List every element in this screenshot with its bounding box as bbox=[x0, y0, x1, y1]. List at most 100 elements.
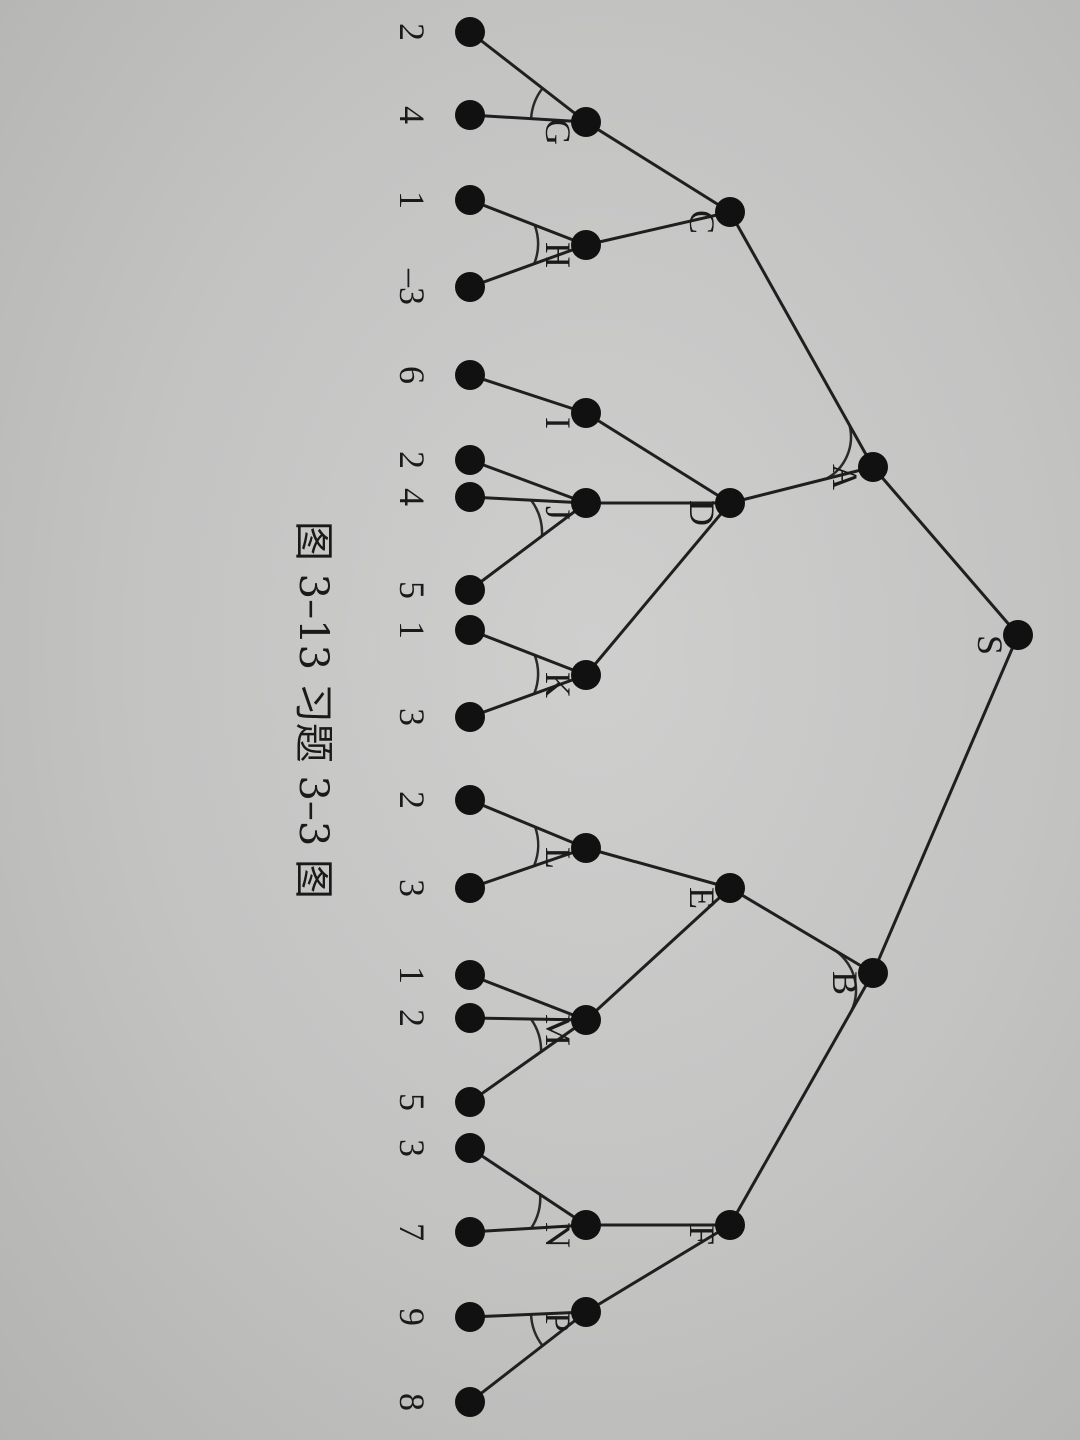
tree-edges bbox=[469, 30, 1020, 1404]
node-label-L: L bbox=[538, 847, 578, 869]
leaf-node bbox=[455, 1133, 485, 1163]
node-label-K: K bbox=[538, 672, 578, 698]
node-C bbox=[715, 197, 745, 227]
leaf-node bbox=[455, 482, 485, 512]
leaf-value: 2 bbox=[392, 1009, 432, 1027]
node-H bbox=[571, 230, 601, 260]
leaf-value: 5 bbox=[392, 1093, 432, 1111]
leaf-node bbox=[455, 960, 485, 990]
and-arc-K bbox=[533, 654, 540, 695]
and-arc-G bbox=[529, 87, 544, 119]
leaf-value: 1 bbox=[392, 191, 432, 209]
edge-K-leaf8 bbox=[469, 628, 587, 677]
leaf-node bbox=[455, 185, 485, 215]
edge-N-leaf15 bbox=[469, 1146, 587, 1227]
node-J bbox=[571, 488, 601, 518]
and-arc-L bbox=[532, 826, 540, 867]
edge-C-H bbox=[585, 210, 731, 247]
leaf-node bbox=[455, 873, 485, 903]
edge-B-E bbox=[729, 886, 874, 975]
node-K bbox=[571, 660, 601, 690]
edge-M-leaf13 bbox=[469, 1016, 587, 1022]
leaf-node bbox=[455, 702, 485, 732]
node-L bbox=[571, 833, 601, 863]
edge-H-leaf3 bbox=[469, 243, 587, 289]
leaf-value: –3 bbox=[392, 268, 432, 305]
leaf-value: 4 bbox=[392, 106, 432, 124]
node-label-H: H bbox=[538, 242, 578, 268]
edge-A-D bbox=[729, 465, 874, 505]
leaf-value: 2 bbox=[392, 791, 432, 809]
leaf-node bbox=[455, 100, 485, 130]
edge-M-leaf14 bbox=[469, 1018, 587, 1104]
node-label-D: D bbox=[682, 500, 722, 526]
leaf-value: 9 bbox=[392, 1308, 432, 1326]
leaf-node bbox=[455, 1003, 485, 1033]
edge-D-I bbox=[585, 411, 731, 505]
node-F bbox=[715, 1210, 745, 1240]
edge-A-C bbox=[728, 211, 875, 468]
leaf-node bbox=[455, 17, 485, 47]
edge-B-F bbox=[728, 972, 875, 1226]
edge-L-leaf10 bbox=[469, 798, 587, 850]
leaf-value: 4 bbox=[392, 488, 432, 506]
leaf-node bbox=[455, 445, 485, 475]
edge-D-K bbox=[584, 502, 732, 676]
leaf-node bbox=[455, 1087, 485, 1117]
edge-E-L bbox=[585, 846, 731, 890]
edge-M-leaf12 bbox=[469, 973, 587, 1022]
leaf-value: 2 bbox=[392, 23, 432, 41]
leaf-value: 6 bbox=[392, 366, 432, 384]
leaf-node bbox=[455, 360, 485, 390]
node-I bbox=[571, 398, 601, 428]
edge-I-leaf4 bbox=[469, 373, 587, 415]
node-E bbox=[715, 873, 745, 903]
node-M bbox=[571, 1005, 601, 1035]
edge-H-leaf2 bbox=[469, 198, 587, 247]
edge-J-leaf5 bbox=[469, 458, 587, 505]
node-label-E: E bbox=[682, 887, 722, 909]
edge-L-leaf11 bbox=[469, 846, 587, 890]
node-label-I: I bbox=[538, 417, 578, 429]
node-label-M: M bbox=[538, 1014, 578, 1046]
node-label-G: G bbox=[538, 119, 578, 145]
edge-J-leaf6 bbox=[469, 495, 587, 505]
node-N bbox=[571, 1210, 601, 1240]
node-P bbox=[571, 1297, 601, 1327]
leaf-node bbox=[455, 1387, 485, 1417]
edge-K-leaf9 bbox=[469, 673, 587, 719]
edge-G-leaf0 bbox=[469, 30, 587, 124]
leaf-node bbox=[455, 615, 485, 645]
leaf-node bbox=[455, 1217, 485, 1247]
edge-J-leaf7 bbox=[469, 501, 587, 592]
leaf-node bbox=[455, 575, 485, 605]
node-label-J: J bbox=[538, 506, 578, 520]
edge-P-leaf17 bbox=[469, 1310, 587, 1319]
leaf-value: 3 bbox=[392, 708, 432, 726]
node-label-S: S bbox=[970, 635, 1010, 655]
leaf-value: 1 bbox=[392, 966, 432, 984]
node-label-N: N bbox=[538, 1222, 578, 1248]
edge-F-P bbox=[585, 1223, 731, 1314]
leaf-node bbox=[455, 785, 485, 815]
leaf-value: 3 bbox=[392, 1139, 432, 1157]
leaf-value: 8 bbox=[392, 1393, 432, 1411]
node-B bbox=[858, 958, 888, 988]
and-arc-N bbox=[530, 1194, 542, 1230]
edge-N-leaf16 bbox=[469, 1223, 587, 1234]
node-A bbox=[858, 452, 888, 482]
edge-G-leaf1 bbox=[469, 113, 587, 124]
edge-P-leaf18 bbox=[469, 1310, 587, 1404]
node-D bbox=[715, 488, 745, 518]
and-arcs bbox=[529, 87, 858, 1347]
and-arc-P bbox=[529, 1314, 544, 1347]
node-G bbox=[571, 107, 601, 137]
node-label-C: C bbox=[682, 210, 722, 234]
and-arc-A bbox=[825, 424, 853, 480]
edge-S-B bbox=[871, 634, 1020, 974]
edge-E-M bbox=[584, 886, 732, 1022]
leaf-value: 3 bbox=[392, 879, 432, 897]
